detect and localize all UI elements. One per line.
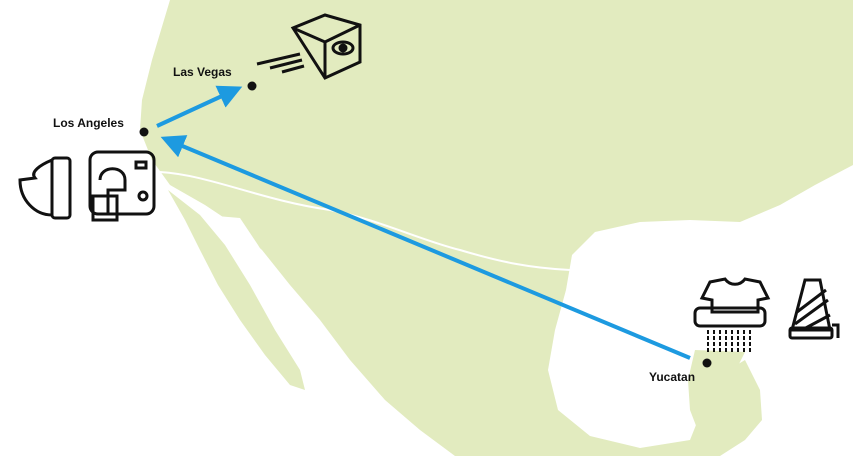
route-la-to-vegas [156,85,243,128]
sewing-machine-icon [88,150,156,222]
marker-las-vegas[interactable] [247,81,257,91]
yucatan-peninsula [688,350,745,440]
thread-spool-icon [788,278,840,340]
fabric-roll-icon [18,156,72,220]
garment-shredder-icon [693,277,771,352]
shipping-box-eye-icon [256,13,362,80]
gulf-of-mexico [548,165,853,456]
baja-peninsula [168,190,305,390]
city-label-las-vegas: Las Vegas [173,65,232,79]
marker-los-angeles[interactable] [139,127,149,137]
city-label-yucatan: Yucatan [649,370,696,384]
city-label-los-angeles: Los Angeles [53,116,124,130]
gulf-of-california [205,215,375,412]
route-yucatan-to-la [160,135,691,360]
marker-yucatan[interactable] [702,358,712,368]
border-line [159,171,571,271]
